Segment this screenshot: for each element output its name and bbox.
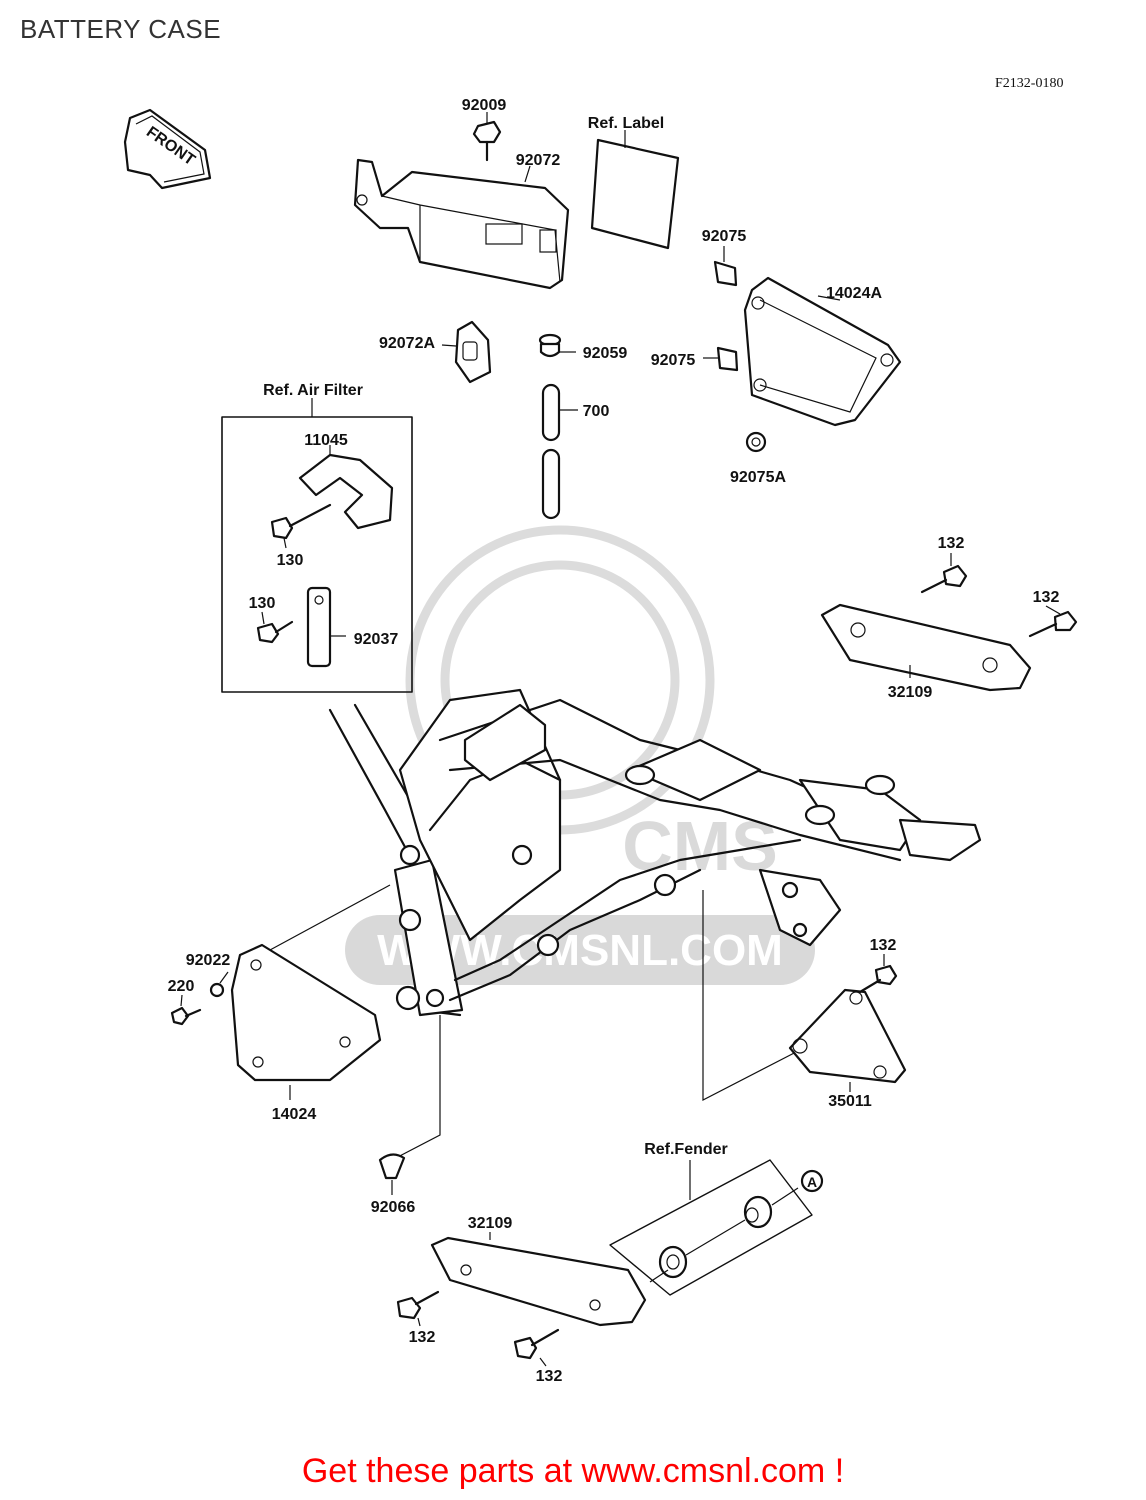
cap-92066	[378, 1153, 406, 1195]
clip-92075-top	[713, 246, 738, 287]
part-label-132-c: 132	[870, 937, 897, 954]
part-label-132-d: 132	[409, 1329, 436, 1346]
part-label-35011: 35011	[828, 1093, 872, 1110]
ref-air-filter-text: Ref. Air Filter	[263, 382, 363, 399]
part-label-92072a: 92072A	[379, 335, 435, 352]
circle-marker-a	[800, 1169, 824, 1193]
part-label-92066: 92066	[371, 1199, 416, 1216]
damper-92022	[209, 971, 229, 998]
part-label-92022: 92022	[186, 952, 231, 969]
bracket-92072a	[441, 320, 492, 384]
ref-air-filter-box	[221, 398, 413, 693]
cover-14024a	[743, 276, 902, 427]
part-label-92075-top: 92075	[702, 228, 747, 245]
part-label-132-b: 132	[1033, 589, 1060, 606]
battery-case-92072	[353, 158, 570, 290]
tube-700	[541, 383, 578, 520]
bolt-132-d	[396, 1290, 440, 1327]
bolt-132-a	[920, 553, 968, 594]
ref-fender-text: Ref.Fender	[644, 1141, 728, 1158]
part-label-700: 700	[583, 403, 610, 420]
front-arrow: FRONT	[123, 108, 212, 190]
watermark-logo: CMS	[622, 807, 778, 885]
part-label-14024a: 14024A	[826, 285, 882, 302]
part-label-92059: 92059	[583, 345, 628, 362]
part-label-130-b: 130	[249, 595, 276, 612]
guard-32109-top	[820, 603, 1032, 692]
part-label-220: 220	[168, 978, 195, 995]
front-arrow-shape	[123, 108, 212, 190]
screw-92009	[472, 120, 502, 162]
bolt-132-b	[1028, 605, 1078, 638]
drawing-code: F2132-0180	[995, 76, 1064, 91]
bracket-35011	[788, 988, 907, 1092]
part-label-14024: 14024	[272, 1106, 317, 1123]
part-label-32109-bottom: 32109	[468, 1215, 513, 1232]
guard-32109-bottom	[430, 1232, 669, 1327]
footer-parts-link[interactable]: Get these parts at www.cmsnl.com !	[301, 1452, 845, 1490]
motorcycle-frame	[328, 688, 982, 1017]
side-cover-14024	[230, 943, 382, 1100]
watermark: WWW.CMSNL.COM CMS	[345, 525, 815, 985]
grommet-92059	[538, 333, 576, 358]
bolt-220	[170, 994, 202, 1026]
part-label-132-a: 132	[938, 535, 965, 552]
ref-label-text: Ref. Label	[588, 115, 664, 132]
watermark-banner	[345, 915, 815, 985]
part-label-32109-top: 32109	[888, 684, 933, 701]
bolt-132-c	[858, 954, 898, 994]
damper-92075a	[745, 431, 767, 453]
part-label-92072: 92072	[516, 152, 561, 169]
part-label-130-a: 130	[277, 552, 304, 569]
ref-label-card	[590, 130, 680, 250]
ref-fender-group: A	[609, 1159, 824, 1296]
part-label-11045: 11045	[304, 432, 348, 449]
bolt-132-e	[513, 1328, 560, 1367]
clip-92075-mid	[703, 346, 739, 372]
part-label-92075a: 92075A	[730, 469, 786, 486]
part-label-92075-mid: 92075	[651, 352, 696, 369]
part-label-132-e: 132	[536, 1368, 563, 1385]
circle-marker-label: A	[807, 1174, 817, 1190]
part-label-92037: 92037	[354, 631, 399, 648]
part-label-92009: 92009	[462, 97, 507, 114]
page-title: BATTERY CASE	[20, 14, 222, 44]
